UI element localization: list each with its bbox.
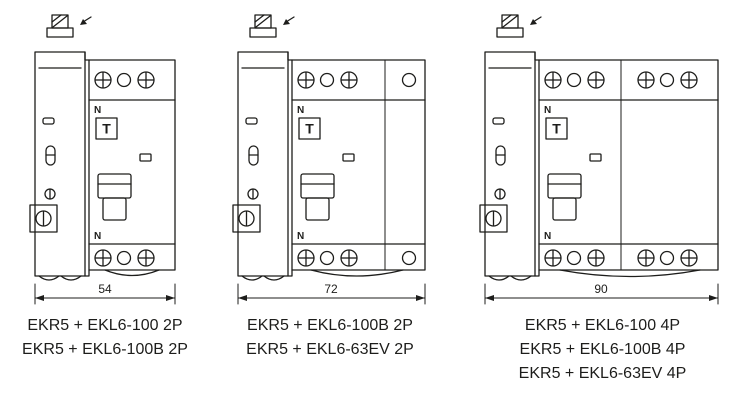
device-drawing-2p-72mm: N T N — [231, 14, 426, 305]
ekr5-toggle — [247, 145, 259, 166]
ekr5-bottom-curve — [488, 275, 510, 281]
caption-line: EKR5 + EKL6-63EV 4P — [518, 365, 687, 382]
ekr5-indicator-window — [244, 117, 258, 125]
ekr5-terminal-tab — [231, 204, 261, 233]
ekr5-module — [231, 67, 285, 281]
dimension-annotation: 90 — [484, 282, 719, 305]
neutral-label-bottom: N — [94, 231, 101, 242]
toggle-switch — [299, 173, 335, 221]
toggle-switch — [97, 173, 132, 221]
dim-arrow-right-icon — [415, 295, 425, 301]
ekr5-terminal-tab — [29, 204, 58, 233]
ekr5-bottom-curve — [60, 275, 82, 281]
caption-line: EKR5 + EKL6-100B 2P — [22, 341, 188, 358]
device-drawing-2p-54mm: N T N — [29, 14, 176, 305]
neutral-label-top: N — [544, 105, 551, 116]
dim-arrow-right-icon — [166, 295, 175, 301]
clip-arrow-icon — [80, 19, 87, 25]
caption-line: EKR5 + EKL6-100 4P — [524, 317, 681, 334]
ekr5-terminal-tab — [479, 204, 508, 233]
ekr5-bottom-curve — [510, 275, 532, 281]
figure-captions: EKR5 + EKL6-100B 2P EKR5 + EKL6-63EV 2P — [246, 314, 414, 362]
device-body — [484, 51, 719, 277]
dim-arrow-left-icon — [35, 295, 44, 301]
figure-captions: EKR5 + EKL6-100 4P EKR5 + EKL6-100B 4P E… — [519, 314, 687, 386]
test-button: T — [545, 117, 568, 140]
ekr5-toggle — [45, 145, 56, 166]
device-body — [34, 51, 176, 277]
ekr5-bottom-curve — [38, 275, 60, 281]
caption-line: EKR5 + EKL6-63EV 2P — [246, 341, 414, 358]
test-button-label: T — [305, 121, 314, 137]
ekr5-bottom-curve — [240, 275, 263, 281]
dimension-annotation: 72 — [237, 282, 425, 305]
ekr5-indicator-window — [492, 117, 505, 125]
din-clip — [248, 14, 295, 38]
status-indicator-window — [341, 153, 355, 162]
toggle-switch — [547, 173, 582, 221]
ekr5-screw-small-icon — [44, 188, 56, 200]
dim-arrow-left-icon — [237, 295, 247, 301]
figure-72mm: N T N — [213, 8, 448, 362]
device-drawing-4p-90mm: N T N — [479, 14, 719, 305]
neutral-label-bottom: N — [297, 231, 304, 242]
ekl6-module: N T N — [538, 71, 719, 278]
ekl6-bottom-curve — [559, 269, 701, 278]
caption-line: EKR5 + EKL6-100 2P — [27, 317, 183, 334]
figure-90mm: N T N — [460, 8, 745, 386]
ekr5-bottom-curve — [262, 275, 285, 281]
ekl6-module: N T N — [290, 71, 426, 277]
ekr5-screw-small-icon — [494, 188, 506, 200]
ekr5-indicator-window — [42, 117, 55, 125]
din-clip — [46, 14, 92, 38]
dimension-annotation: 54 — [34, 282, 176, 305]
dimension-value: 90 — [594, 282, 608, 296]
caption-line: EKR5 + EKL6-100B 2P — [247, 317, 413, 334]
neutral-label-top: N — [94, 105, 101, 116]
ekr5-screw-small-icon — [246, 188, 259, 200]
ekl6-bottom-curve — [104, 269, 160, 277]
dim-arrow-left-icon — [485, 295, 494, 301]
test-button: T — [95, 117, 118, 140]
neutral-label-top: N — [297, 105, 304, 116]
dim-arrow-right-icon — [709, 295, 718, 301]
clip-arrow-icon — [530, 19, 537, 25]
ekr5-toggle — [495, 145, 506, 166]
dimension-value: 54 — [98, 282, 112, 296]
status-indicator-window — [139, 153, 152, 162]
test-button-label: T — [552, 121, 561, 137]
test-button: T — [297, 117, 321, 140]
ekr5-module — [29, 67, 82, 281]
status-indicator-window — [589, 153, 602, 162]
dimension-value: 72 — [324, 282, 338, 296]
clip-arrow-icon — [282, 19, 290, 25]
ekr5-module — [479, 67, 532, 281]
caption-line: EKR5 + EKL6-100B 4P — [519, 341, 686, 358]
ekl6-module: N T N — [88, 71, 176, 277]
din-clip — [496, 14, 542, 38]
test-button-label: T — [102, 121, 111, 137]
neutral-label-bottom: N — [544, 231, 551, 242]
figure-captions: EKR5 + EKL6-100 2P EKR5 + EKL6-100B 2P — [22, 314, 188, 362]
device-body — [236, 51, 426, 277]
figure-54mm: N T N — [10, 8, 200, 362]
ekl6-bottom-curve — [309, 269, 404, 277]
